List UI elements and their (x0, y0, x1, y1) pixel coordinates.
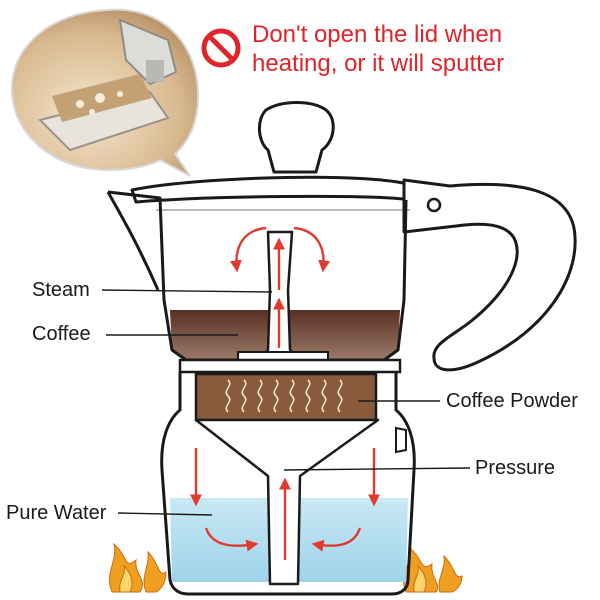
arrow-right-curve (293, 226, 331, 273)
spout (106, 191, 160, 291)
flow-arrows (190, 226, 380, 560)
arrow-water-left-curve (204, 527, 259, 552)
handle (402, 178, 577, 372)
leader-lines (101, 289, 471, 516)
label-steam: Steam (32, 279, 90, 301)
leader-pure-water (117, 512, 213, 516)
lower-boiler (160, 372, 416, 596)
label-pure-water: Pure Water (6, 502, 107, 524)
lid (130, 175, 416, 204)
safety-valve (395, 426, 407, 454)
label-coffee: Coffee (32, 323, 91, 345)
warning-line-1: Don't open the lid when (252, 21, 503, 48)
flames (109, 542, 463, 593)
warning-line-2: heating, or it will sputter (252, 50, 505, 77)
gasket-band (178, 358, 402, 374)
label-coffee-powder: Coffee Powder (446, 390, 578, 412)
steam-waves (225, 379, 343, 413)
inset-photo (10, 8, 200, 177)
leader-steam (101, 289, 273, 293)
label-pressure: Pressure (475, 457, 556, 479)
leader-pressure (283, 467, 471, 471)
hinge-icon (426, 197, 442, 213)
funnel (194, 418, 380, 586)
warning-text: Don't open the lid when heating, or it w… (252, 20, 592, 78)
no-symbol-icon (201, 28, 241, 68)
arrow-left-curve (229, 226, 267, 273)
lid-knob (258, 101, 335, 174)
coffee-powder-basket (194, 372, 378, 422)
arrow-water-right-curve (311, 527, 362, 552)
